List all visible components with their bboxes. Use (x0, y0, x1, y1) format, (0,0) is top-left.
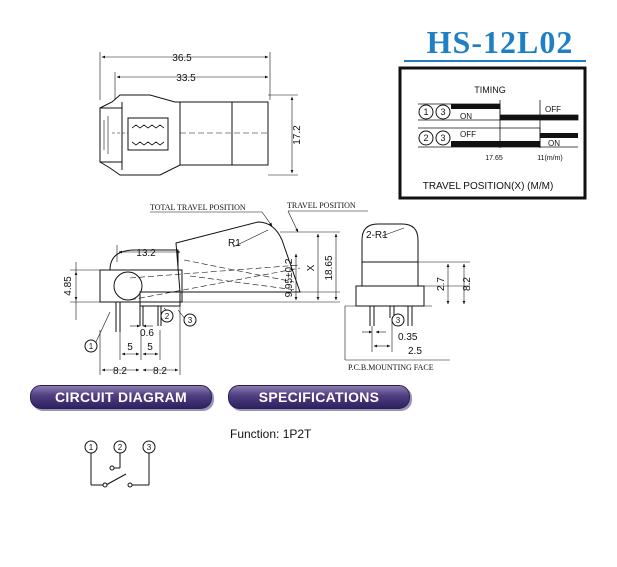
dim-x: X (306, 264, 317, 271)
svg-text:ON: ON (460, 112, 472, 121)
svg-text:3: 3 (440, 133, 445, 143)
svg-text:2: 2 (165, 312, 170, 321)
pin-marker-3-front: 3 (391, 313, 405, 327)
dim-5-b: 5 (147, 342, 153, 353)
timing-row-1: 1 3 ON OFF (418, 103, 579, 121)
dim-17-2: 17.2 (292, 125, 303, 145)
circuit-pin-2: 2 (118, 443, 123, 452)
total-travel-label: TOTAL TRAVEL POSITION (150, 203, 246, 212)
radius-r1: R1 (228, 238, 241, 249)
dim-2-7: 2.7 (436, 277, 447, 291)
svg-text:3: 3 (188, 316, 193, 325)
pin-marker-2: 2 (160, 309, 174, 323)
pin-marker-3: 3 (183, 313, 197, 327)
circuit-diagram: 1 2 3 (84, 440, 156, 488)
pin-marker-1: 1 (84, 339, 98, 353)
front-view (344, 223, 470, 361)
svg-text:1: 1 (89, 342, 94, 351)
svg-text:1: 1 (423, 107, 428, 117)
pcb-mounting-face-label: P.C.B.MOUNTING FACE (348, 363, 434, 372)
timing-chart: TIMING 1 3 ON OFF 2 3 (398, 66, 587, 200)
timing-tick-1: 17.65 (485, 155, 503, 162)
dim-18-65: 18.65 (324, 255, 335, 280)
dim-13-2: 13.2 (136, 248, 156, 259)
timing-row-2: 2 3 OFF ON (418, 127, 578, 148)
timing-xlabel: TRAVEL POSITION(X) (M/M) (423, 181, 554, 192)
dim-9-95: 9.95±0.2 (284, 258, 295, 297)
dim-5-a: 5 (127, 342, 133, 353)
dim-0-6: 0.6 (140, 328, 154, 339)
svg-text:OFF: OFF (460, 130, 476, 139)
radius-2-r1: 2-R1 (366, 230, 388, 241)
circuit-diagram-heading: CIRCUIT DIAGRAM (30, 385, 212, 409)
svg-text:OFF: OFF (545, 105, 561, 114)
circuit-pin-3: 3 (147, 443, 152, 452)
dim-36-5: 36.5 (172, 53, 192, 64)
dim-4-85: 4.85 (63, 276, 74, 296)
svg-text:ON: ON (548, 139, 560, 148)
specifications-heading: SPECIFICATIONS (228, 385, 410, 409)
timing-heading: TIMING (474, 85, 506, 95)
circuit-pin-1: 1 (89, 443, 94, 452)
dim-8-2-c: 8.2 (462, 277, 473, 291)
timing-tick-2: 11(m/m) (537, 155, 563, 162)
dim-2-5: 2.5 (408, 346, 422, 357)
svg-text:3: 3 (396, 316, 401, 325)
top-view (99, 52, 298, 176)
function-text: Function: 1P2T (230, 427, 312, 441)
svg-text:3: 3 (440, 107, 445, 117)
dim-33-5: 33.5 (176, 73, 196, 84)
dim-0-35: 0.35 (398, 332, 418, 343)
dim-8-2-b: 8.2 (153, 366, 167, 377)
side-view (70, 210, 368, 375)
product-title: HS-12L02 (426, 24, 574, 60)
title-underline (404, 60, 586, 62)
travel-position-label: TRAVEL POSITION (287, 201, 356, 210)
svg-text:2: 2 (423, 133, 428, 143)
dim-8-2-a: 8.2 (113, 366, 127, 377)
